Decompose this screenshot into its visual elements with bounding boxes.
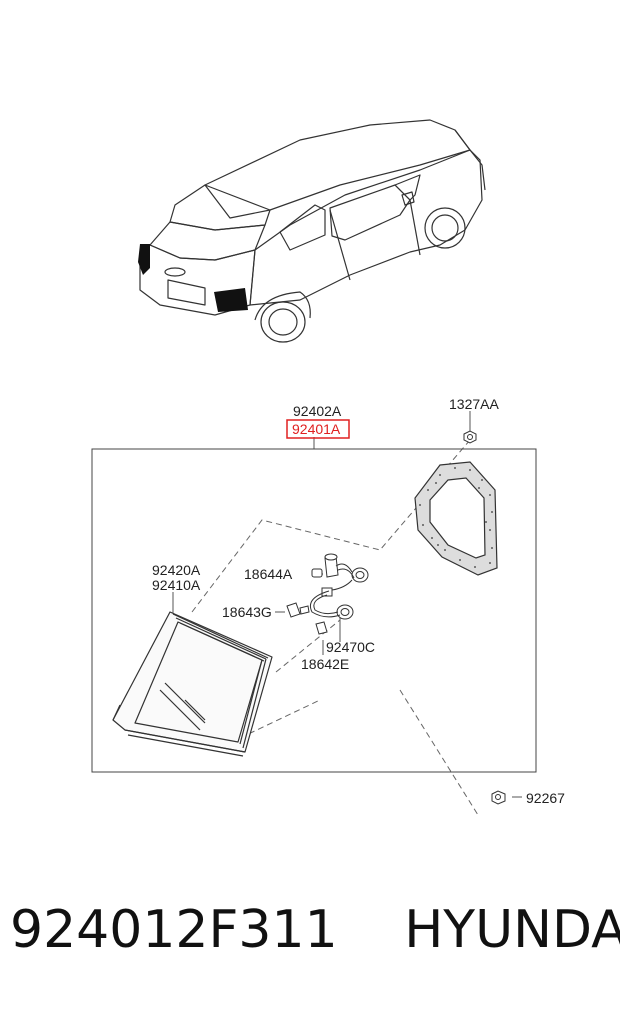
label-screw: 1327AA bbox=[449, 396, 499, 412]
label-lamp-asm-rh: 92402A bbox=[293, 403, 342, 419]
footer-part-number: 924012F311 bbox=[10, 900, 338, 960]
label-socket-wiring: 92470C bbox=[326, 639, 375, 655]
car-illustration bbox=[139, 119, 486, 343]
label-lamp-asm-lh[interactable]: 92401A bbox=[292, 421, 341, 437]
screw-illustration bbox=[463, 430, 477, 444]
highlight-box bbox=[286, 419, 350, 439]
label-bulb-3: 18642E bbox=[301, 656, 349, 672]
label-lens-housing-1: 92420A bbox=[152, 562, 201, 578]
label-bulb-1: 18644A bbox=[244, 566, 293, 582]
assembly-dash-lines bbox=[191, 439, 479, 816]
nut-illustration bbox=[491, 790, 506, 805]
bulb-socket-illustration bbox=[286, 553, 369, 635]
gasket-illustration bbox=[414, 461, 498, 576]
rear-lamp-right bbox=[214, 288, 248, 312]
footer: 924012F311 HYUNDAI bbox=[10, 900, 620, 980]
leader-lines bbox=[172, 411, 522, 798]
label-bulb-2: 18643G bbox=[222, 604, 272, 620]
assembly-frame bbox=[91, 448, 537, 773]
label-lens-housing-2: 92410A bbox=[152, 577, 201, 593]
footer-brand: HYUNDAI bbox=[404, 900, 620, 960]
rear-lamp-left bbox=[138, 244, 150, 275]
lens-housing-illustration bbox=[112, 611, 273, 757]
label-nut: 92267 bbox=[526, 790, 565, 806]
